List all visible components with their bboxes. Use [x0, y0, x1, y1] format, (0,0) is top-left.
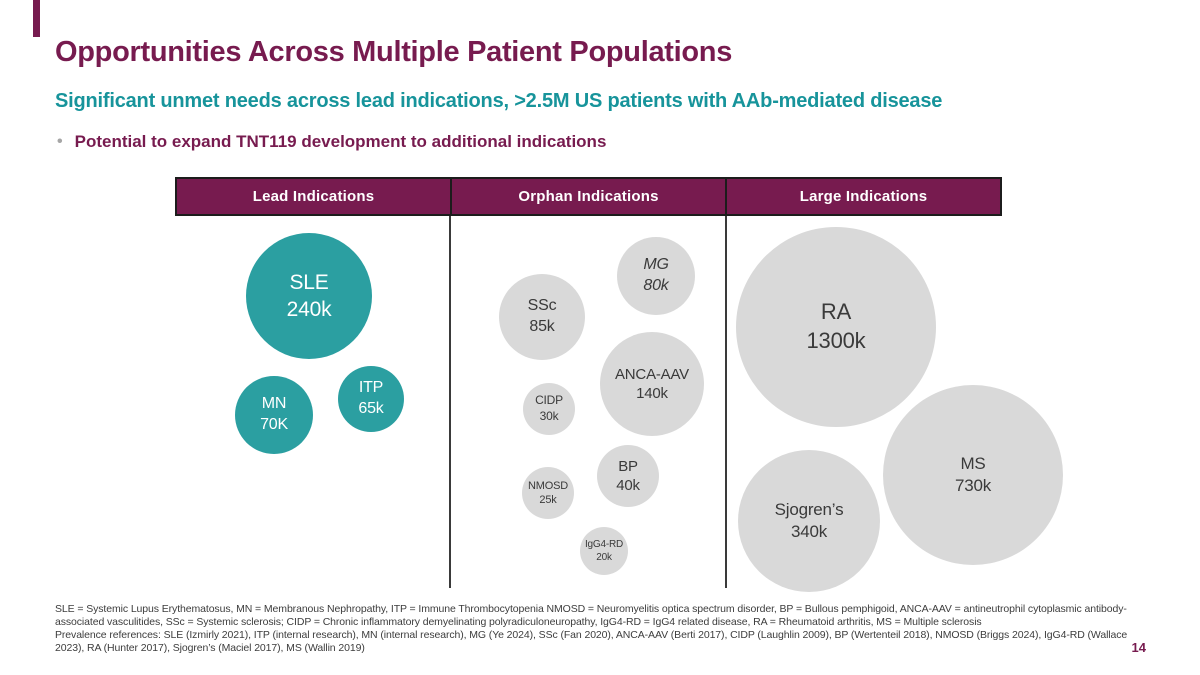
- footnote-line: 2023), RA (Hunter 2017), Sjogren’s (Maci…: [55, 642, 365, 654]
- bubble-label: NMOSD: [528, 479, 568, 492]
- bubble-value: 80k: [643, 277, 669, 294]
- footnote-line: associated vasculitides, SSc = Systemic …: [55, 616, 982, 628]
- footnotes: SLE = Systemic Lupus Erythematosus, MN =…: [55, 603, 1155, 655]
- column-divider-right: [725, 216, 727, 588]
- page-title: Opportunities Across Multiple Patient Po…: [55, 36, 733, 68]
- footnote-line: Prevalence references: SLE (Izmirly 2021…: [55, 629, 1128, 641]
- bubble-value: 340k: [790, 522, 828, 541]
- bubble-anca-aav: ANCA-AAV 140k: [600, 332, 704, 436]
- bubble-ra: RA 1300k: [736, 227, 936, 427]
- bubble-value: 140k: [636, 385, 668, 402]
- bubble-label: ANCA-AAV: [615, 365, 689, 383]
- accent-bar: [33, 0, 40, 37]
- bubble-ssc: SSc 85k: [499, 274, 585, 360]
- bubble-label: CIDP: [535, 393, 563, 408]
- bubble-value: 65k: [358, 400, 384, 417]
- bubble-label: ITP: [358, 379, 384, 397]
- bullet-text: Potential to expand TNT119 development t…: [74, 132, 607, 151]
- bubble-label: BP: [618, 457, 638, 475]
- bubble-label: RA: [820, 299, 852, 325]
- column-header-large-indications: Large Indications: [725, 179, 1000, 214]
- bubble-label: SLE: [289, 270, 329, 294]
- bubble-value: 70K: [260, 416, 288, 433]
- column-divider-left: [449, 216, 451, 588]
- bubble-mn: MN 70K: [235, 376, 313, 454]
- bubble-itp: ITP 65k: [338, 366, 404, 432]
- column-header-orphan-indications: Orphan Indications: [450, 179, 725, 214]
- bubble-value: 730k: [954, 476, 992, 495]
- bubble-mg: MG 80k: [617, 237, 695, 315]
- table-header-bar: Lead Indications Orphan Indications Larg…: [175, 177, 1002, 216]
- bubble-value: 1300k: [806, 328, 866, 353]
- bubble-nmosd: NMOSD 25k: [522, 467, 574, 519]
- slide-subtitle: Significant unmet needs across lead indi…: [55, 90, 943, 112]
- bubble-value: 30k: [539, 409, 559, 423]
- bullet-dot-icon: •: [57, 133, 63, 150]
- page-number: 14: [1131, 640, 1146, 655]
- bubble-value: 85k: [529, 318, 555, 335]
- bubble-label: SSc: [527, 297, 557, 315]
- bubble-sle: SLE 240k: [246, 233, 372, 359]
- bubble-bp: BP 40k: [597, 445, 659, 507]
- bubble-value: 40k: [616, 477, 640, 494]
- bubble-label: MG: [643, 256, 669, 274]
- bubble-sjogrens: Sjogren’s 340k: [738, 450, 880, 592]
- bubble-value: 25k: [539, 494, 557, 506]
- bubble-label: MS: [960, 453, 986, 473]
- bubble-label: IgG4-RD: [584, 539, 624, 550]
- bubble-value: 20k: [596, 552, 612, 563]
- bubble-igg4-rd: IgG4-RD 20k: [580, 527, 628, 575]
- bubble-ms: MS 730k: [883, 385, 1063, 565]
- bubble-label: Sjogren’s: [774, 499, 844, 519]
- bullet-item: • Potential to expand TNT119 development…: [57, 132, 606, 152]
- column-header-lead-indications: Lead Indications: [252, 188, 375, 205]
- bubble-label: MN: [261, 395, 287, 413]
- bubble-value: 240k: [286, 298, 332, 321]
- footnote-line: SLE = Systemic Lupus Erythematosus, MN =…: [55, 603, 1127, 615]
